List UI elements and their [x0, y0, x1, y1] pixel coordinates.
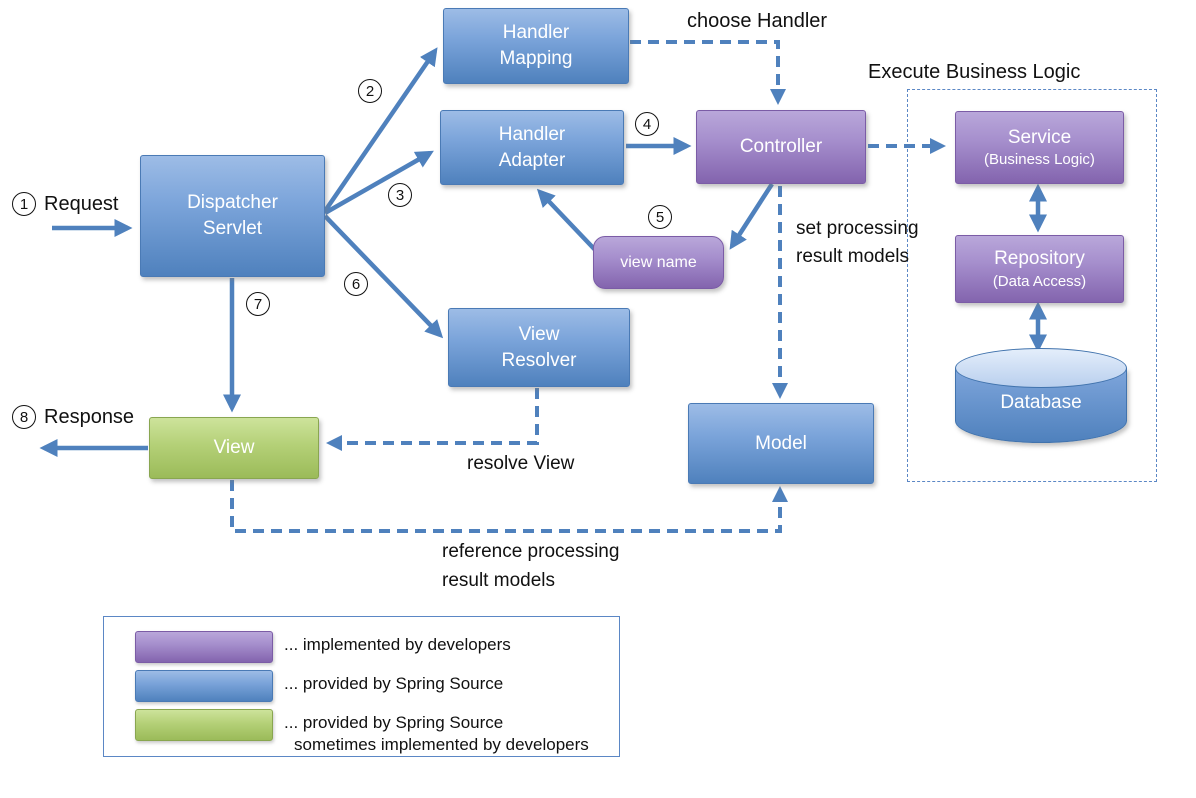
step-label-text: Response — [44, 405, 135, 428]
legend-label-implemented: ... implemented by developers — [284, 635, 511, 654]
node-database: Database — [955, 348, 1127, 443]
node-handler-adapter: Handler Adapter — [440, 110, 624, 185]
edge-label-set-processing-line2: result models — [796, 246, 909, 267]
legend-swatch-purple — [135, 631, 273, 663]
arrow-to-view-resolver — [323, 214, 444, 339]
edge-label-reference-line2: result models — [442, 570, 555, 591]
edge-label-resolve-view: resolve View — [467, 453, 575, 474]
node-sublabel: (Data Access) — [992, 272, 1087, 290]
node-label: View Resolver — [501, 323, 577, 371]
business-logic-region — [907, 89, 1157, 482]
legend-label-provided-sometimes: ... provided by Spring Source — [284, 713, 504, 732]
database-cylinder-top — [955, 348, 1127, 388]
node-label: Database — [1000, 392, 1082, 413]
arrow-choose-handler — [630, 40, 786, 105]
node-view-resolver: View Resolver — [448, 308, 630, 387]
node-label: Controller — [739, 136, 823, 158]
step-number-8: 8 — [12, 405, 36, 429]
step-label-text: Request — [44, 192, 119, 215]
step-number-1: 1 — [12, 192, 36, 216]
node-label: Service — [1007, 126, 1072, 148]
legend-label-provided: ... provided by Spring Source — [284, 674, 504, 693]
edge-label-set-processing-line1: set processing — [796, 218, 919, 239]
node-label: View — [213, 437, 255, 459]
node-label: Handler Mapping — [499, 22, 573, 69]
node-label: Dispatcher Servlet — [187, 192, 278, 239]
legend-swatch-blue — [135, 670, 273, 702]
edge-label-choose-handler: choose Handler — [687, 10, 828, 32]
legend-label-provided-sometimes-line2: sometimes implemented by developers — [294, 735, 589, 754]
step-number-2: 2 — [358, 79, 382, 103]
legend: ... implemented by developers ... provid… — [103, 616, 620, 757]
node-label: Repository — [994, 248, 1085, 270]
edge-label-reference-line1: reference processing — [442, 541, 620, 562]
node-service: Service (Business Logic) — [955, 111, 1124, 184]
arrow-resolver-to-view — [326, 388, 539, 451]
step-number-5: 5 — [648, 205, 672, 229]
node-sublabel: (Business Logic) — [984, 151, 1095, 169]
node-model: Model — [688, 403, 874, 484]
arrow-to-handler-mapping — [323, 47, 438, 213]
legend-swatch-green — [135, 709, 273, 741]
step-1-request: 1 Request — [12, 192, 119, 216]
node-handler-mapping: Handler Mapping — [443, 8, 629, 84]
arrow-view-name-to-adapter — [536, 188, 602, 257]
node-label: view name — [620, 253, 697, 271]
node-label: Model — [755, 432, 807, 454]
arrow-to-handler-adapter — [323, 150, 434, 215]
step-number-6: 6 — [344, 272, 368, 296]
arrow-view-to-model-reference — [230, 480, 788, 533]
step-8-response: 8 Response — [12, 405, 134, 429]
node-controller: Controller — [696, 110, 866, 184]
step-number-7: 7 — [246, 292, 270, 316]
node-repository: Repository (Data Access) — [955, 235, 1124, 303]
node-view: View — [149, 417, 319, 479]
step-number-4: 4 — [635, 112, 659, 136]
step-number-3: 3 — [388, 183, 412, 207]
node-view-name: view name — [593, 236, 724, 289]
node-label: Handler Adapter — [498, 123, 566, 171]
node-dispatcher-servlet: Dispatcher Servlet — [140, 155, 325, 277]
region-title: Execute Business Logic — [868, 61, 1081, 83]
arrow-controller-to-view-name — [729, 182, 774, 250]
